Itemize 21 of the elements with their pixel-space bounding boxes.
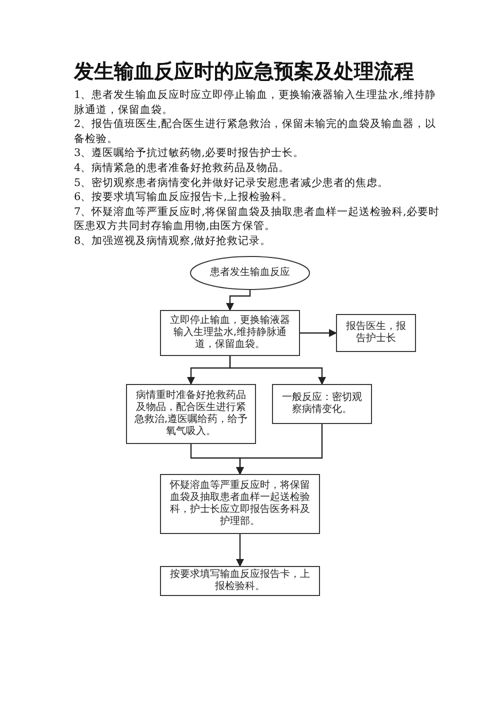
arrow [300, 329, 337, 337]
process-box: 按要求填写输血反应报告卡，上报检验科。 [160, 566, 320, 596]
paragraph: 5、密切观察患者病情变化并做好记录安慰患者减少患者的焦虑。 [74, 176, 390, 190]
process-box: 报告医生，报告护士长 [336, 314, 416, 352]
process-box: 病情重时准备好抢救药品及物品，配合医生进行紧急救治,遵医嘱给药，给予氧气吸入。 [126, 384, 256, 444]
paragraph: 4、病情紧急的患者准备好抢救药品及物品。 [74, 160, 291, 176]
arrow [229, 356, 326, 385]
paragraph: 7、怀疑溶血等严重反应时,将保留血袋及抽取患者血样一起送检验科,必要时医患双方共同封存输血用物,由医方保管。 [74, 204, 440, 234]
process-box: 怀疑溶血等严重反应时，将保留血袋及抽取患者血样一起送检验科，护士长应立即报告医务科及护理部。 [160, 474, 320, 534]
process-box: 立即停止输血，更换输液器输入生理盐水,维持静脉通道，保留血袋。 [160, 310, 300, 356]
title: 发生输血反应时的应急预案及处理流程 [74, 58, 414, 85]
start-ellipse: 患者发生输血反应 [190, 256, 310, 290]
arrow [236, 534, 244, 567]
arrow [236, 424, 323, 475]
paragraph: 2、报告值班医生,配合医生进行紧急救治，保留未输完的血袋及输血器，以备检验。 [74, 117, 438, 146]
arrow [226, 290, 251, 311]
process-box: 一般反应：密切观察病情变化。 [272, 384, 372, 424]
paragraph: 1、患者发生输血反应时应立即停止输血，更换输液器输入生理盐水,维持静脉通道，保留血袋。 [74, 88, 438, 118]
paragraph: 3、遵医嘱给予抗过敏药物,必要时报告护士长。 [74, 146, 306, 161]
paragraph: 6、按要求填写输血反应报告卡,上报检验科。 [74, 190, 294, 205]
paragraph: 8、加强巡视及病情观察,做好抢救记录。 [74, 234, 272, 249]
